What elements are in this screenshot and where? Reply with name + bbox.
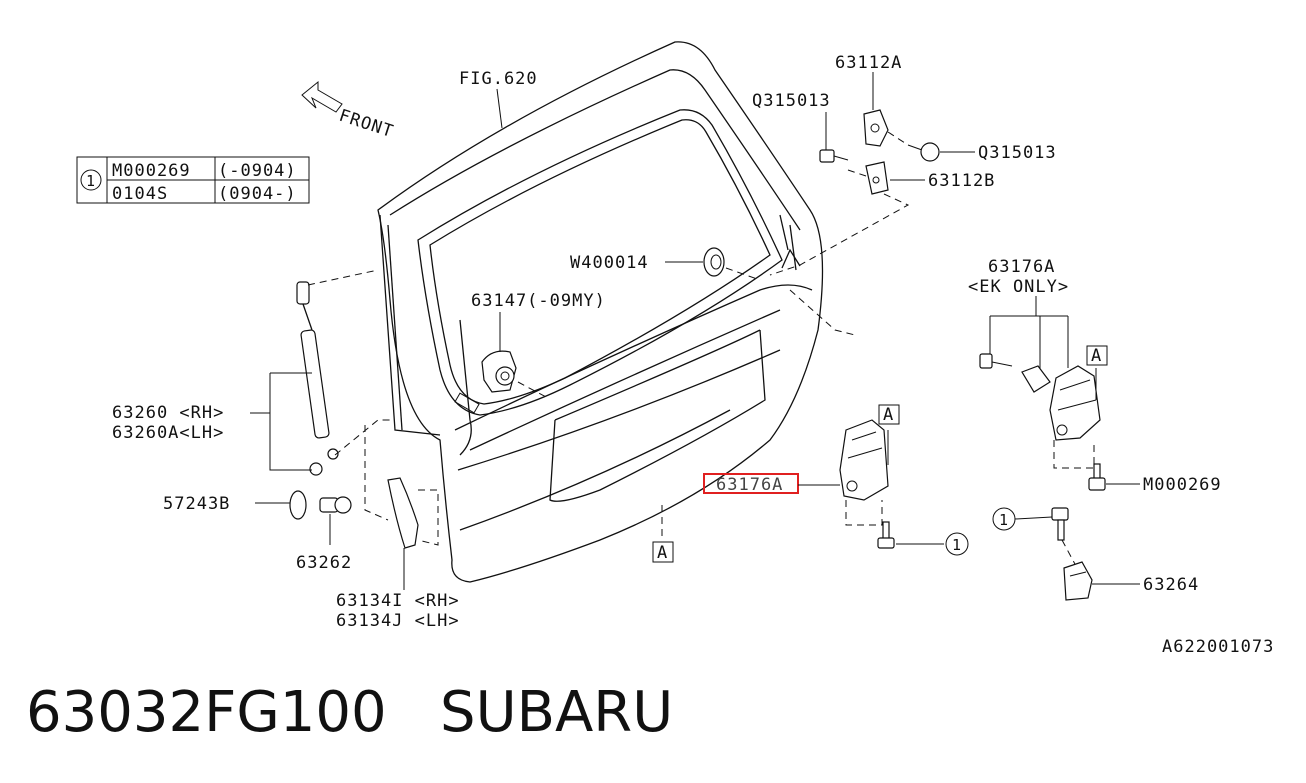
motor-63147 <box>481 350 549 399</box>
label-ek-only: <EK ONLY> <box>968 277 1069 297</box>
svg-text:1: 1 <box>86 172 96 190</box>
label-63260a-lh: 63260A<LH> <box>112 423 224 443</box>
liftgate-outline <box>377 41 824 583</box>
svg-text:M000269: M000269 <box>112 161 191 181</box>
front-label: FRONT <box>336 106 396 142</box>
bolt-latch <box>877 521 895 549</box>
part-table: 1 M000269 (-0904) 0104S (0904-) <box>76 156 310 204</box>
bolt-q315013-right <box>907 142 940 162</box>
front-arrow-icon <box>301 80 343 113</box>
grommet-w400014 <box>703 247 761 281</box>
callout-circle-icon <box>945 532 969 556</box>
striker-63264 <box>1063 561 1093 601</box>
svg-text:(0904-): (0904-) <box>218 184 297 204</box>
svg-text:0104S: 0104S <box>112 184 168 204</box>
label-63134j-lh: 63134J <LH> <box>336 611 460 631</box>
brand-name: SUBARU <box>440 680 674 745</box>
label-63176a-ek: 63176A <box>988 257 1055 277</box>
hinge-63112b <box>865 161 889 195</box>
bolt-m000269 <box>1088 463 1106 491</box>
label-63112b: 63112B <box>928 171 995 191</box>
label-q315013-top: Q315013 <box>752 91 831 111</box>
label-63112a: 63112A <box>835 53 902 73</box>
ek-bracket <box>1021 365 1051 393</box>
box-a-latch: A <box>883 405 894 425</box>
part-number: 63032FG100 <box>26 680 387 745</box>
label-w400014: W400014 <box>570 253 649 273</box>
label-q315013-right: Q315013 <box>978 143 1057 163</box>
trim-63134 <box>364 425 439 549</box>
label-63147: 63147(-09MY) <box>471 291 606 311</box>
label-63262: 63262 <box>296 553 352 573</box>
gas-strut <box>296 269 392 476</box>
bumper-57243b <box>289 490 307 520</box>
callout-circle-icon <box>80 169 102 191</box>
label-m000269: M000269 <box>1143 475 1222 495</box>
latch-63176a <box>839 419 889 526</box>
ek-bolt <box>979 353 1013 369</box>
label-63264: 63264 <box>1143 575 1199 595</box>
label-63134i-rh: 63134I <RH> <box>336 591 460 611</box>
box-a-ek: A <box>1091 346 1102 366</box>
label-63260-rh: 63260 <RH> <box>112 403 224 423</box>
svg-text:(-0904): (-0904) <box>218 161 297 181</box>
highlight-box <box>703 473 799 494</box>
label-63176a-main: 63176A <box>716 475 783 495</box>
callout-1-latch: 1 <box>952 536 962 554</box>
stopper-63262 <box>319 496 352 514</box>
bolt-q315013-top <box>819 149 849 163</box>
footer: 63032FG100 SUBARU <box>26 680 673 745</box>
box-a-bottom: A <box>657 543 668 563</box>
ref-code: A622001073 <box>1162 637 1274 657</box>
fig-ref-label: FIG.620 <box>459 69 538 89</box>
callout-1-striker: 1 <box>999 511 1009 529</box>
label-57243b: 57243B <box>163 494 230 514</box>
ek-latch <box>1049 365 1101 469</box>
hinge-63112a <box>863 109 889 147</box>
bolt-striker <box>1051 507 1077 567</box>
